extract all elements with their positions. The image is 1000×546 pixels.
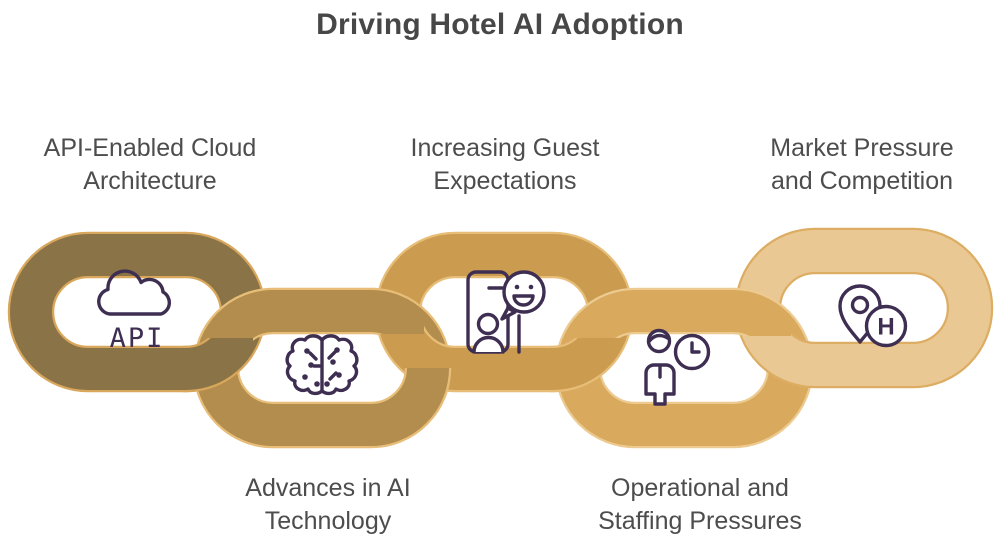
chain-overlap-fix-2-3 <box>372 287 452 416</box>
location-hotel-pin-icon: H <box>838 284 908 348</box>
api-icon-text: API <box>110 323 165 354</box>
ai-brain-circuit-icon <box>285 334 359 396</box>
hotel-icon-letter: H <box>877 314 894 341</box>
icon-layer: API <box>97 269 908 406</box>
page-title: Driving Hotel AI Adoption <box>316 8 684 41</box>
phone-chat-smiley-icon <box>466 270 546 354</box>
label-advances-in-ai-technology: Advances in AI Technology <box>245 474 411 535</box>
cloud-api-icon: API <box>97 269 171 354</box>
label-increasing-guest-expectations: Increasing Guest Expectations <box>410 134 600 195</box>
label-operational-staffing-pressures: Operational and Staffing Pressures <box>598 474 802 535</box>
label-api-enabled-cloud-architecture: API-Enabled Cloud Architecture <box>43 134 257 195</box>
chain-link-market-pressure <box>734 227 994 389</box>
person-clock-icon <box>644 328 711 406</box>
label-market-pressure-competition: Market Pressure and Competition <box>770 134 954 195</box>
